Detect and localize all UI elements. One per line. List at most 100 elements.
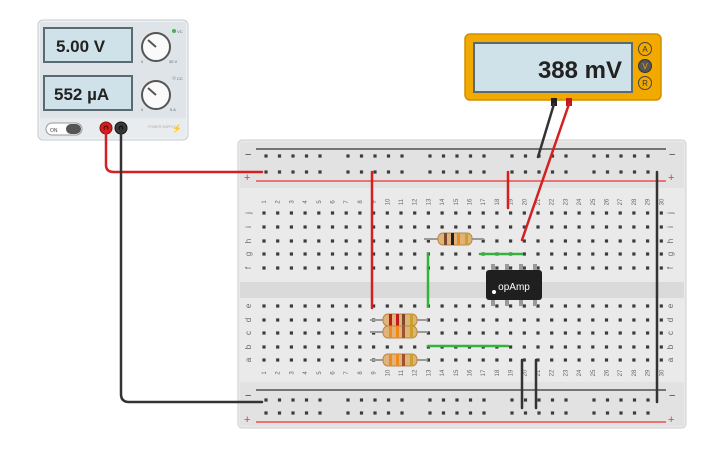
rail-hole[interactable]: [400, 398, 404, 402]
rail-hole[interactable]: [510, 411, 514, 415]
rail-hole[interactable]: [400, 170, 404, 174]
terminal-hole[interactable]: [495, 358, 499, 362]
terminal-hole[interactable]: [646, 318, 650, 322]
terminal-hole[interactable]: [467, 225, 472, 229]
rail-hole[interactable]: [455, 411, 459, 415]
terminal-hole[interactable]: [372, 252, 376, 256]
rail-hole[interactable]: [564, 411, 568, 415]
terminal-hole[interactable]: [536, 345, 540, 349]
terminal-hole[interactable]: [385, 266, 389, 270]
terminal-hole[interactable]: [481, 331, 485, 335]
rail-hole[interactable]: [428, 398, 432, 402]
terminal-hole[interactable]: [577, 345, 581, 349]
terminal-hole[interactable]: [646, 345, 650, 349]
terminal-hole[interactable]: [618, 331, 622, 335]
rail-hole[interactable]: [318, 411, 322, 415]
terminal-hole[interactable]: [330, 252, 335, 256]
rail-hole[interactable]: [428, 170, 432, 174]
terminal-hole[interactable]: [276, 345, 280, 349]
power-switch[interactable]: ON: [45, 122, 83, 136]
rail-hole[interactable]: [510, 398, 514, 402]
terminal-hole[interactable]: [344, 211, 348, 215]
rail-hole[interactable]: [400, 411, 404, 415]
rail-hole[interactable]: [359, 411, 364, 415]
rail-hole[interactable]: [550, 170, 555, 174]
terminal-hole[interactable]: [358, 252, 362, 256]
terminal-hole[interactable]: [344, 304, 348, 308]
terminal-hole[interactable]: [646, 239, 650, 243]
rail-hole[interactable]: [468, 170, 473, 174]
terminal-hole[interactable]: [604, 239, 609, 243]
mode-button-r[interactable]: R: [638, 76, 652, 90]
terminal-hole[interactable]: [646, 211, 650, 215]
rail-hole[interactable]: [264, 411, 268, 415]
terminal-hole[interactable]: [317, 239, 321, 243]
rail-hole[interactable]: [277, 170, 282, 174]
terminal-hole[interactable]: [372, 211, 376, 215]
terminal-hole[interactable]: [317, 358, 321, 362]
terminal-hole[interactable]: [262, 345, 266, 349]
terminal-hole[interactable]: [591, 211, 595, 215]
terminal-hole[interactable]: [522, 225, 526, 229]
terminal-hole[interactable]: [276, 266, 280, 270]
rail-hole[interactable]: [318, 170, 322, 174]
rail-hole[interactable]: [619, 398, 623, 402]
rail-hole[interactable]: [523, 170, 528, 174]
terminal-hole[interactable]: [440, 358, 444, 362]
terminal-hole[interactable]: [536, 239, 540, 243]
terminal-hole[interactable]: [659, 318, 663, 322]
terminal-hole[interactable]: [591, 304, 595, 308]
rail-hole[interactable]: [291, 154, 295, 158]
terminal-hole[interactable]: [481, 239, 485, 243]
terminal-hole[interactable]: [577, 252, 581, 256]
terminal-hole[interactable]: [262, 266, 266, 270]
voltage-knob[interactable]: [141, 32, 171, 62]
terminal-hole[interactable]: [454, 252, 458, 256]
rail-hole[interactable]: [264, 398, 268, 402]
rail-hole[interactable]: [304, 398, 309, 402]
terminal-hole[interactable]: [303, 304, 307, 308]
terminal-hole[interactable]: [591, 331, 595, 335]
terminal-hole[interactable]: [317, 266, 321, 270]
terminal-hole[interactable]: [413, 304, 417, 308]
terminal-hole[interactable]: [495, 239, 499, 243]
rail-hole[interactable]: [455, 170, 459, 174]
terminal-hole[interactable]: [577, 239, 581, 243]
terminal-hole[interactable]: [344, 252, 348, 256]
terminal-hole[interactable]: [577, 331, 581, 335]
terminal-hole[interactable]: [303, 266, 307, 270]
terminal-hole[interactable]: [577, 266, 581, 270]
terminal-hole[interactable]: [276, 318, 280, 322]
terminal-hole[interactable]: [344, 225, 348, 229]
terminal-hole[interactable]: [276, 304, 280, 308]
terminal-hole[interactable]: [550, 345, 554, 349]
terminal-hole[interactable]: [536, 304, 540, 308]
terminal-hole[interactable]: [563, 266, 567, 270]
terminal-hole[interactable]: [618, 345, 622, 349]
terminal-hole[interactable]: [481, 225, 485, 229]
terminal-hole[interactable]: [550, 331, 554, 335]
terminal-hole[interactable]: [303, 358, 307, 362]
rail-hole[interactable]: [386, 411, 391, 415]
terminal-hole[interactable]: [426, 358, 430, 362]
terminal-hole[interactable]: [344, 318, 348, 322]
terminal-hole[interactable]: [646, 266, 650, 270]
terminal-hole[interactable]: [372, 266, 376, 270]
rail-hole[interactable]: [373, 411, 377, 415]
rail-hole[interactable]: [277, 411, 282, 415]
terminal-hole[interactable]: [330, 239, 335, 243]
supply-negative-wire[interactable]: [119, 126, 264, 404]
power-supply[interactable]: 5.00 V 552 µA VC 0 30 V CC 0 5 A ON: [37, 19, 189, 141]
rail-hole[interactable]: [386, 398, 391, 402]
terminal-hole[interactable]: [467, 266, 472, 270]
terminal-hole[interactable]: [632, 331, 636, 335]
rail-hole[interactable]: [264, 154, 268, 158]
terminal-hole[interactable]: [330, 345, 335, 349]
terminal-hole[interactable]: [632, 318, 636, 322]
probe-black-wire[interactable]: [536, 102, 556, 159]
rail-hole[interactable]: [455, 398, 459, 402]
terminal-hole[interactable]: [646, 304, 650, 308]
rail-hole[interactable]: [605, 154, 610, 158]
rail-hole[interactable]: [346, 398, 350, 402]
terminal-hole[interactable]: [330, 211, 335, 215]
